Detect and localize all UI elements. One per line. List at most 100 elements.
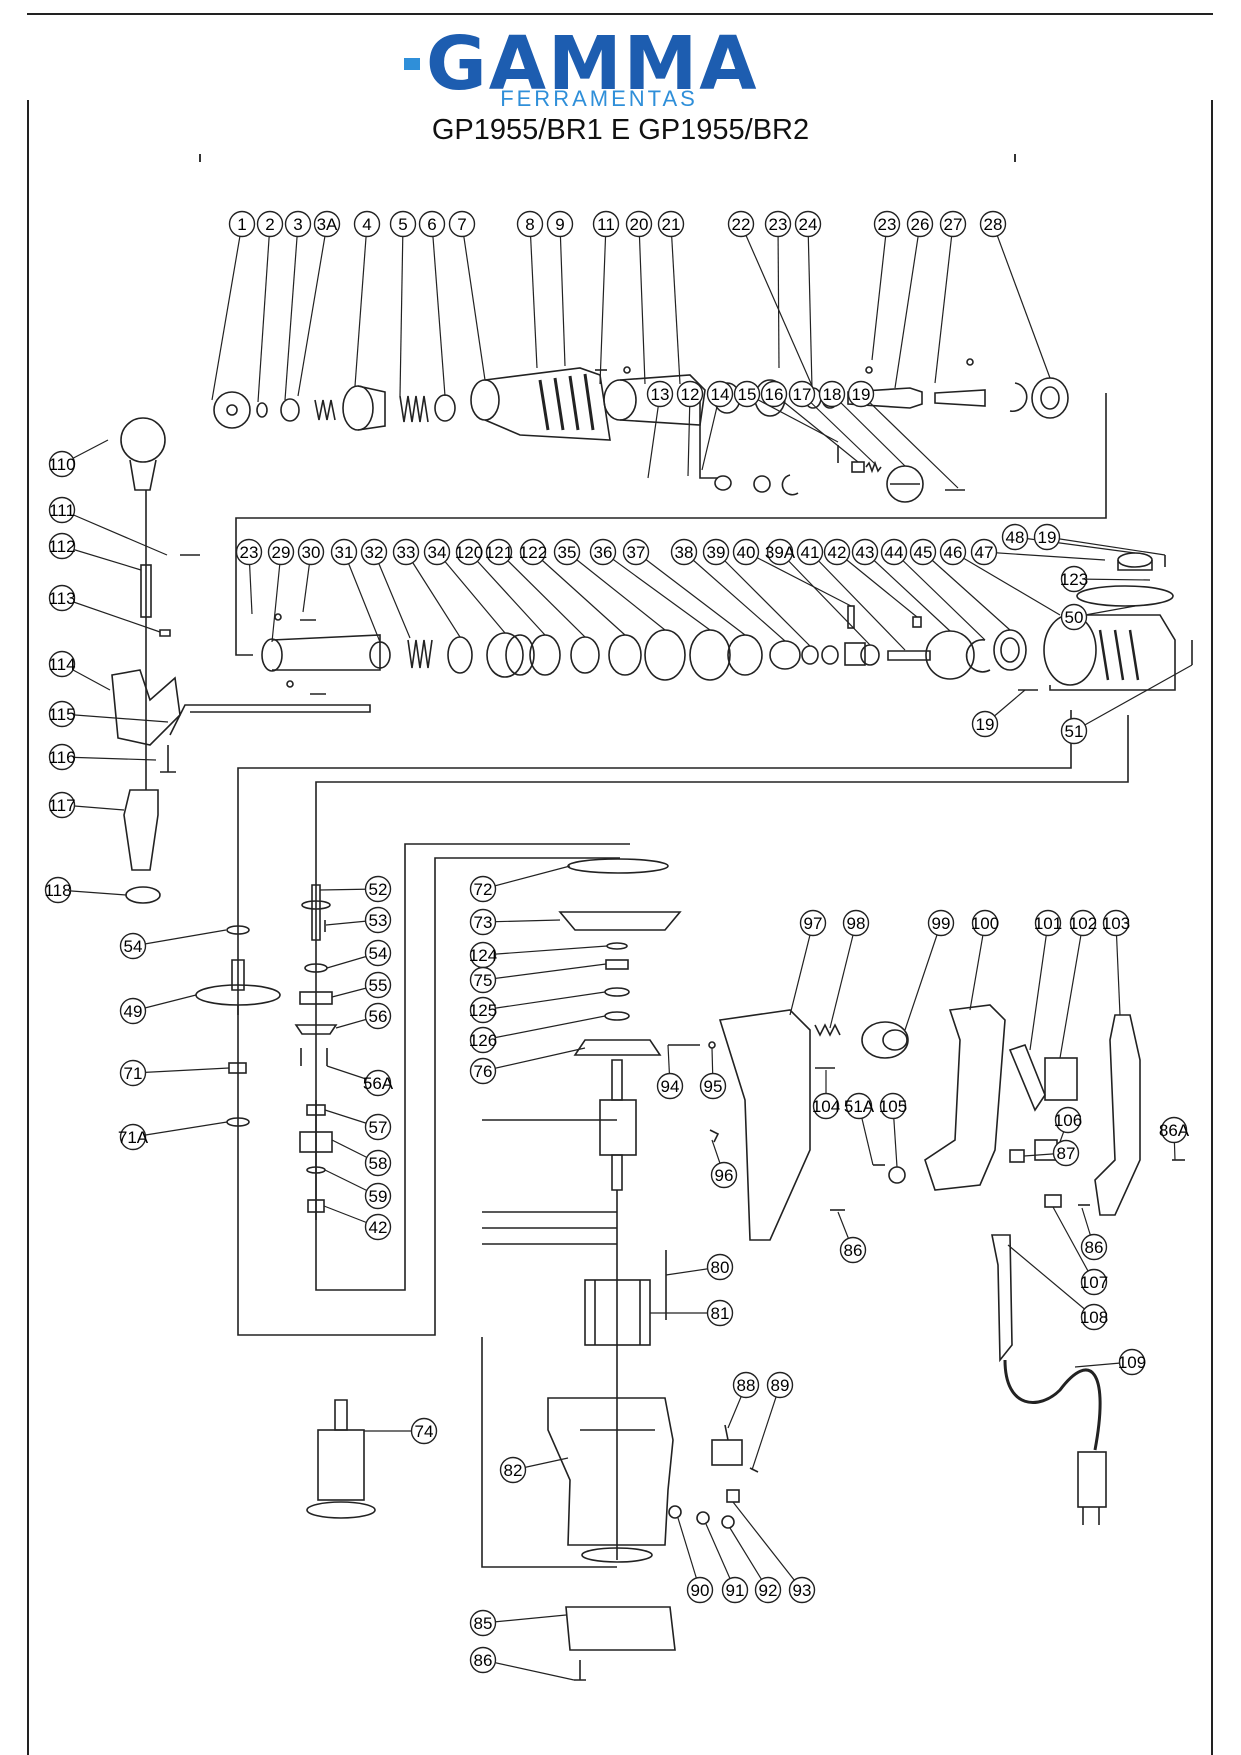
part-callout-122: 122 [519,543,547,562]
clamp-part [1009,1149,1025,1163]
part-callout-circle-102 [1069,909,1097,937]
bearing-plate-part [558,911,682,931]
frame-right-border [1211,100,1213,1755]
part-callout-109: 109 [1118,1353,1146,1372]
leader-line-101 [1029,922,1049,1051]
part-callout-116: 116 [48,748,75,767]
part-callout-circle-50 [1060,603,1088,631]
leader-line-115 [61,713,169,723]
part-callout-circle-28 [979,210,1007,238]
part-callout-circle-85 [469,1609,497,1637]
leader-line-113 [61,597,161,633]
gasket-part [1076,585,1174,607]
part-callout-19: 19 [1038,528,1057,547]
leader-line-1 [211,223,243,401]
part-callout-circle-34 [423,538,451,566]
part-callout-circle-75 [469,966,497,994]
part-callout-circle-44 [880,538,908,566]
leader-line-44 [893,551,986,641]
part-callout-circle-29 [267,538,295,566]
leader-line-100 [969,922,986,1011]
leader-line-23 [777,223,780,369]
part-callout-circle-114 [48,650,76,678]
part-callout-23: 23 [878,215,897,234]
part-callout-120: 120 [455,543,483,562]
part-callout-circle-76 [469,1057,497,1085]
margin-tick-right [1014,154,1016,162]
part-callout-12: 12 [681,385,700,404]
part-callout-101: 101 [1034,914,1062,933]
part-callout-circle-35 [553,538,581,566]
o-ring-part [860,644,880,666]
washer-part [604,987,630,997]
leader-line-122 [532,551,626,636]
threaded-bolt-part [140,564,152,618]
part-callout-26: 26 [911,215,930,234]
leader-line-40 [745,551,852,607]
part-callout-circle-72 [469,875,497,903]
leader-line-17 [801,393,876,465]
top-rule [27,13,1213,15]
washer-part [604,1011,630,1021]
lock-part [709,1129,720,1143]
leader-line-41 [809,551,906,651]
part-callout-56: 56 [369,1007,388,1026]
part-callout-circle-111 [48,496,76,524]
nut-part [159,629,171,637]
part-callout-113: 113 [48,589,75,608]
logo-subtitle: FERRAMENTAS [500,86,698,111]
washer-part [623,366,631,374]
part-callout-3A: 3A [317,215,338,234]
part-callout-circle-5 [389,210,417,238]
part-callout-circle-49 [119,997,147,1025]
part-callout-51: 51 [1065,722,1084,741]
handle-part [924,1004,1006,1191]
part-callout-13: 13 [651,385,670,404]
part-callout-circle-36 [589,538,617,566]
leader-line-35 [566,551,666,631]
leader-line-19 [1046,536,1166,556]
part-callout-126: 126 [469,1031,497,1050]
part-callout-circle-57 [364,1113,392,1141]
switch-block-part [1044,1057,1078,1101]
part-callout-98: 98 [847,914,866,933]
part-callout-76: 76 [474,1062,493,1081]
clutch-gear-part [486,632,535,678]
trigger-part [861,1021,909,1059]
capacitor-part [711,1424,743,1466]
part-callout-circle-122 [519,538,547,566]
bearing-part [1031,377,1069,419]
grip-ring-part [125,886,161,904]
leader-line-36 [602,551,711,631]
part-callout-5: 5 [398,215,407,234]
sleeve-part [342,385,386,431]
part-callout-32: 32 [365,543,384,562]
part-callout-17: 17 [793,385,812,404]
part-callout-circle-118 [44,876,72,904]
part-callout-circle-59 [364,1182,392,1210]
part-callout-86A: 86A [1159,1121,1190,1140]
part-callout-40: 40 [737,543,756,562]
leader-line-116 [61,756,157,761]
part-callout-22: 22 [732,215,751,234]
part-callout-circle-53 [364,906,392,934]
part-callout-circle-26 [906,210,934,238]
leader-line-89 [751,1384,781,1471]
part-callout-114: 114 [48,655,75,674]
part-callout-43: 43 [856,543,875,562]
retaining-ring-part [965,639,991,673]
leader-line-102 [1059,922,1084,1059]
part-callout-circle-27 [939,210,967,238]
part-callout-125: 125 [469,1001,497,1020]
part-callout-circle-42 [823,538,851,566]
part-callout-92: 92 [759,1581,778,1600]
leader-line-18 [831,393,906,467]
o-ring-part [714,475,732,491]
part-callout-75: 75 [474,971,493,990]
part-callout-circle-33 [392,538,420,566]
ring-part [280,398,300,422]
leader-line-7 [461,223,486,381]
part-callout-circle-94 [656,1072,684,1100]
part-callout-1: 1 [237,215,246,234]
part-callout-42: 42 [828,543,847,562]
